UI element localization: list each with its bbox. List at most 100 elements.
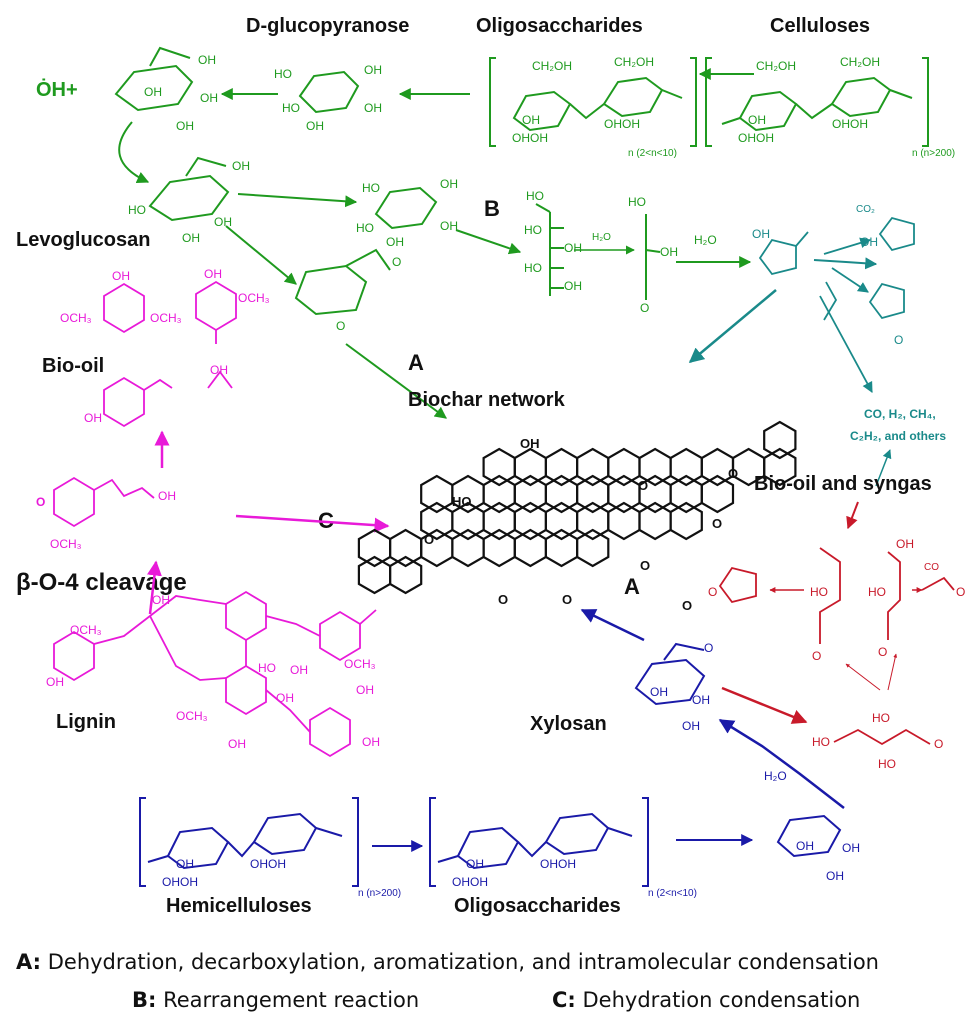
oligo-top-n: n (2<n<10) <box>628 148 677 159</box>
arrow-xylosan-to-biochar <box>580 608 645 642</box>
biochar-ho: HO <box>452 494 472 509</box>
arrow-glucose-to-openchain <box>455 229 522 255</box>
biochar-hex <box>607 447 641 487</box>
biochar-o-6: O <box>640 558 650 573</box>
arrow-diol-to-enol <box>887 653 898 691</box>
biochar-hex <box>638 501 672 541</box>
red-ketone <box>921 576 955 591</box>
enol-ho: HO <box>628 195 646 209</box>
legend-a-text: Dehydration, decarboxylation, aromatizat… <box>47 950 879 974</box>
oligo-ohoh-1: OHOH <box>512 131 548 145</box>
legend-b: B: Rearrangement reaction <box>132 988 419 1012</box>
biochar-hex <box>669 474 703 514</box>
lignin-oh-4: OH <box>276 691 294 705</box>
radical-xylose-oh-1: OH <box>796 839 814 853</box>
biochar-hex <box>513 501 547 541</box>
biochar-o-7: O <box>682 598 692 613</box>
cellulose-oh: OH <box>748 113 766 127</box>
red-o-4: O <box>956 585 965 599</box>
bio-oil-och3-2: OCH₃ <box>150 311 182 325</box>
hemicellulose-bracket <box>139 797 359 887</box>
cellulose-pathway <box>114 46 929 316</box>
red-furan-ring <box>718 566 757 604</box>
red-oh-1: OH <box>896 537 914 551</box>
red-o-5: O <box>934 737 943 751</box>
radical-xylose-ring <box>776 814 842 858</box>
biochar-hex <box>544 447 579 487</box>
biochar-hex <box>513 474 547 514</box>
levoglucosenone-ring <box>294 264 368 316</box>
radical-xylose-oh-2: OH <box>842 841 860 855</box>
cellulose-ch2oh-1: CH₂OH <box>756 59 796 73</box>
furfuryl-alcohol-ring <box>878 216 915 252</box>
red-diol-chain <box>833 728 931 746</box>
arrow-hmf-to-biochar <box>688 289 777 363</box>
biochar-hex <box>482 474 516 514</box>
oligo-bottom-n: n (2<n<10) <box>648 888 697 899</box>
bio-oil-ring-1 <box>103 282 145 334</box>
radical-oh-3: OH <box>200 91 218 105</box>
lignin-pathway <box>53 280 377 758</box>
biochar-hex <box>389 528 423 568</box>
label-lignin: Lignin <box>56 711 116 733</box>
glucose-ring <box>374 186 438 230</box>
chain-ho-2: HO <box>524 223 542 237</box>
arrow-hmf-to-furfural <box>831 267 869 293</box>
biochar-hex <box>576 447 610 487</box>
biochar-hex <box>544 474 579 514</box>
bio-oil-oh-4: OH <box>84 411 102 425</box>
biochar-o-4: O <box>424 532 434 547</box>
biochar-hex <box>451 528 485 568</box>
biochar-hex <box>513 528 547 568</box>
radical-oh-4: OH <box>176 119 194 133</box>
chain-ho-1: HO <box>526 189 544 203</box>
cellulose-ohoh-1: OHOH <box>738 131 774 145</box>
radical-ring <box>114 64 194 112</box>
arrow-levoglucosan-to-glucose <box>237 193 358 208</box>
xylosan-oh-2: OH <box>692 693 710 707</box>
glucose-oh-2: OH <box>440 219 458 233</box>
biochar-hex <box>763 447 797 487</box>
gases-line-1: CO, H₂, CH₄, <box>864 407 936 421</box>
biochar-hex <box>420 474 454 514</box>
biochar-oh-1: OH <box>520 436 540 451</box>
biochar-hex <box>544 528 579 568</box>
arrow-levoglucosan-to-levoglucosenone <box>225 225 297 285</box>
lignin-ring-5 <box>309 706 351 758</box>
lignin-ring-2 <box>225 590 267 642</box>
red-o-2: O <box>878 645 887 659</box>
legend-c-text: Dehydration condensation <box>582 988 861 1012</box>
biochar-hex <box>669 447 703 487</box>
hemi-ohoh: OHOH <box>250 857 286 871</box>
biochar-hex <box>607 501 641 541</box>
lignin-ring-4 <box>319 610 361 662</box>
hmf-ring <box>758 238 797 276</box>
oligosaccharides-top-structure <box>489 57 697 147</box>
red-ho-3: HO <box>812 735 830 749</box>
glucose-oh-1: OH <box>440 177 458 191</box>
label-biochar-network: Biochar network <box>408 389 566 411</box>
label-bio-oil: Bio-oil <box>42 355 104 377</box>
arrow-lignin-to-coniferyl <box>147 560 162 615</box>
chain-oh-2: OH <box>564 279 582 293</box>
arrow-levoglucosenone-to-biochar <box>345 343 447 419</box>
cellulose-structure <box>705 57 929 147</box>
oligo-bottom-ohoh-2: OHOH <box>452 875 488 889</box>
biochar-hex <box>389 555 423 595</box>
h2o-blue: H₂O <box>764 769 787 783</box>
furfural-o: O <box>894 333 903 347</box>
biochar-o-5: O <box>562 592 572 607</box>
biochar-hex <box>357 528 392 568</box>
cellulose-ohoh-2: OHOH <box>832 117 868 131</box>
lignin-och3-1: OCH₃ <box>70 623 102 637</box>
biochar-hex <box>576 501 610 541</box>
biochar-hex <box>700 474 735 514</box>
arrow-hmf-to-gases <box>819 295 873 393</box>
lignin-och3-3: OCH₃ <box>176 709 208 723</box>
biochar-hex <box>513 447 547 487</box>
radical-oh-2: OH <box>144 85 162 99</box>
enol-oh: OH <box>660 245 678 259</box>
red-co: CO <box>924 562 939 573</box>
enol-chain <box>887 551 901 640</box>
